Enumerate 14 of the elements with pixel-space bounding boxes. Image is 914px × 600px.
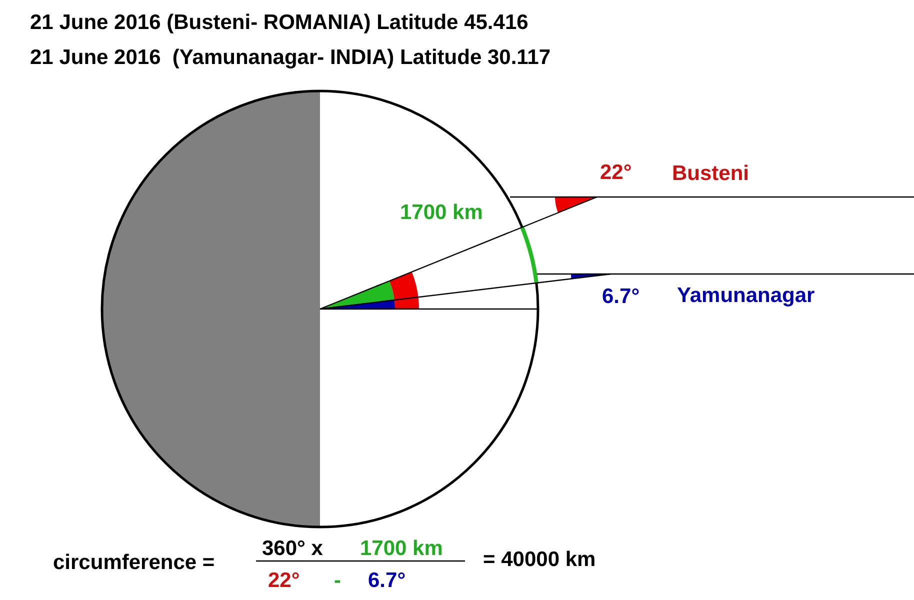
formula-text: - bbox=[334, 570, 341, 591]
title-text: 21 June 2016 (Yamunanagar- INDIA) Latitude 30.117 bbox=[30, 47, 551, 68]
formula-text: circumference = bbox=[53, 552, 215, 573]
formula-text: 360° x bbox=[262, 538, 323, 559]
angle-label: 6.7° bbox=[602, 286, 640, 307]
place-label: Yamunanagar bbox=[677, 285, 815, 306]
title-text: 21 June 2016 (Busteni- ROMANIA) Latitude 45.416 bbox=[30, 12, 528, 33]
formula-text: = 40000 km bbox=[483, 549, 596, 570]
formula-text: 1700 km bbox=[360, 538, 443, 559]
place-label: Busteni bbox=[672, 163, 750, 184]
formula-text: 22° bbox=[268, 570, 300, 591]
formula-text: 6.7° bbox=[368, 570, 406, 591]
angle-label: 22° bbox=[600, 162, 632, 183]
distance-label: 1700 km bbox=[400, 202, 483, 223]
